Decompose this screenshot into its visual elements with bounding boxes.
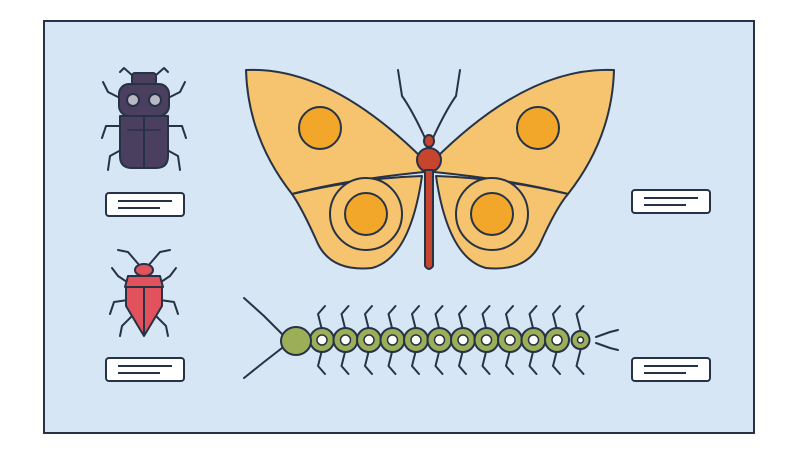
- centipede-leg: [387, 305, 397, 331]
- centipede-leg: [364, 305, 373, 331]
- centipede-leg: [458, 305, 467, 331]
- centipede-segment-dot: [457, 334, 469, 346]
- centipede-leg: [481, 349, 491, 375]
- centipede-leg: [411, 305, 420, 331]
- shield-bug-icon: [109, 249, 179, 337]
- centipede-segment-dot: [551, 334, 563, 346]
- centipede-leg: [575, 349, 585, 375]
- label-bug: [105, 357, 185, 382]
- centipede-leg: [317, 349, 326, 375]
- centipede-segment-dot: [433, 334, 446, 346]
- label-butterfly: [631, 189, 711, 214]
- centipede-leg: [528, 349, 538, 375]
- centipede-leg: [387, 349, 397, 375]
- centipede-segment-dot: [480, 334, 493, 346]
- centipede-leg: [364, 349, 373, 375]
- centipede-segment-dot: [363, 334, 375, 346]
- centipede-leg: [481, 305, 491, 331]
- centipede-leg: [458, 349, 467, 375]
- centipede-segment-dot: [410, 334, 422, 346]
- centipede-leg: [411, 349, 420, 375]
- centipede-segment-dot: [316, 334, 328, 346]
- centipede-leg: [434, 305, 444, 331]
- centipede-leg: [505, 349, 514, 375]
- centipede-leg: [552, 349, 561, 375]
- centipede-segment-dot: [386, 334, 399, 346]
- centipede-segment-dot: [504, 334, 516, 346]
- centipede-segment-dot: [527, 334, 540, 346]
- centipede-segment-dot: [576, 336, 585, 344]
- centipede-leg: [505, 305, 514, 331]
- centipede-leg: [340, 349, 350, 375]
- centipede-leg: [552, 305, 561, 331]
- beetle-icon: [101, 67, 187, 171]
- centipede-leg: [528, 305, 538, 331]
- centipede-segment-dot: [339, 334, 352, 346]
- centipede-leg: [340, 305, 350, 331]
- centipede-leg: [575, 305, 585, 331]
- centipede-leg: [317, 305, 326, 331]
- centipede-leg: [434, 349, 444, 375]
- butterfly-icon: [245, 68, 615, 270]
- centipede-icon: [243, 297, 619, 379]
- label-beetle: [105, 192, 185, 217]
- label-centipede: [631, 357, 711, 382]
